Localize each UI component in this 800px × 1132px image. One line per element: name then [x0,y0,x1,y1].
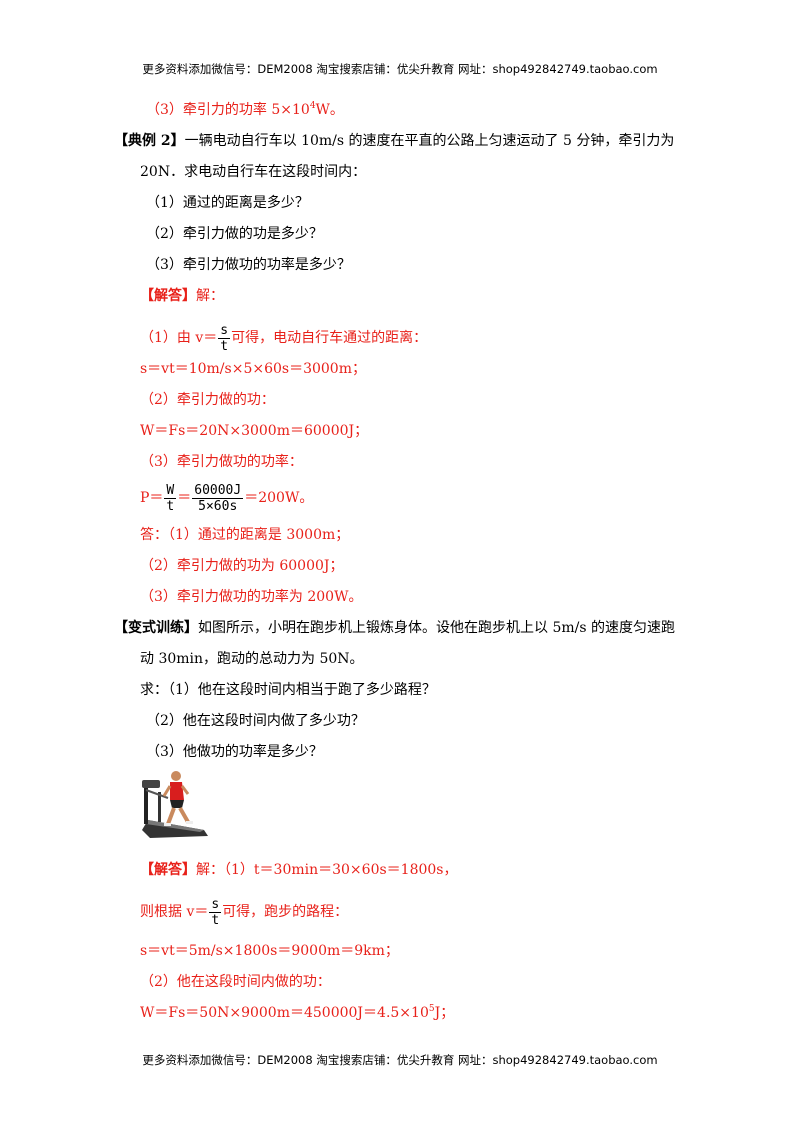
answer2-step2: （2）牵引力做的功： [140,392,275,408]
answer2-heading: 【解答】解： [140,288,224,304]
answer2-conclusion1: 答：（1）通过的距离是 3000m； [140,527,350,543]
variant-q1: 求：（1）他在这段时间内相当于跑了多少路程？ [140,682,436,698]
answer2-conclusion2: （2）牵引力做的功为 60000J； [140,558,344,574]
page-footer: 更多资料添加微信号：DEM2008 淘宝搜索店铺：优尖升教育 网址：shop49… [142,1053,658,1067]
example2-line2: 20N．求电动自行车在这段时间内： [140,164,367,180]
answer2-step3: （3）牵引力做功的功率： [140,454,303,470]
power-answer-line: （3）牵引力的功率 5×104W。 [146,101,344,119]
treadmill-runner-image [138,762,210,840]
example2-q3: （3）牵引力做功的功率是多少？ [146,257,351,273]
answer3-distance: s＝vt＝5m/s×1800s＝9000m＝9km； [140,943,399,959]
page-header: 更多资料添加微信号：DEM2008 淘宝搜索店铺：优尖升教育 网址：shop49… [142,62,658,76]
variant-line1: 【变式训练】如图所示，小明在跑步机上锻炼身体。设他在跑步机上以 5m/s 的速度… [114,620,675,636]
variant-line2: 动 30min，跑动的总动力为 50N。 [140,651,364,667]
answer2-conclusion3: （3）牵引力做功的功率为 200W。 [140,589,363,605]
variant-q3: （3）他做功的功率是多少？ [146,744,323,760]
answer3-work: W＝Fs＝50N×9000m＝450000J＝4.5×105J； [140,1004,455,1022]
answer2-distance: s＝vt＝10m/s×5×60s＝3000m； [140,361,366,377]
example2-q2: （2）牵引力做的功是多少？ [146,226,323,242]
answer3-step2: （2）他在这段时间内做的功： [140,974,331,990]
answer3-heading: 【解答】解：（1）t＝30min＝30×60s＝1800s， [140,862,458,878]
example2-q1: （1）通过的距离是多少？ [146,195,309,211]
example2-line1: 【典例 2】一辆电动自行车以 10m/s 的速度在平直的公路上匀速运动了 5 分… [114,133,675,149]
answer2-work: W＝Fs＝20N×3000m＝60000J； [140,423,369,439]
variant-q2: （2）他在这段时间内做了多少功？ [146,713,365,729]
